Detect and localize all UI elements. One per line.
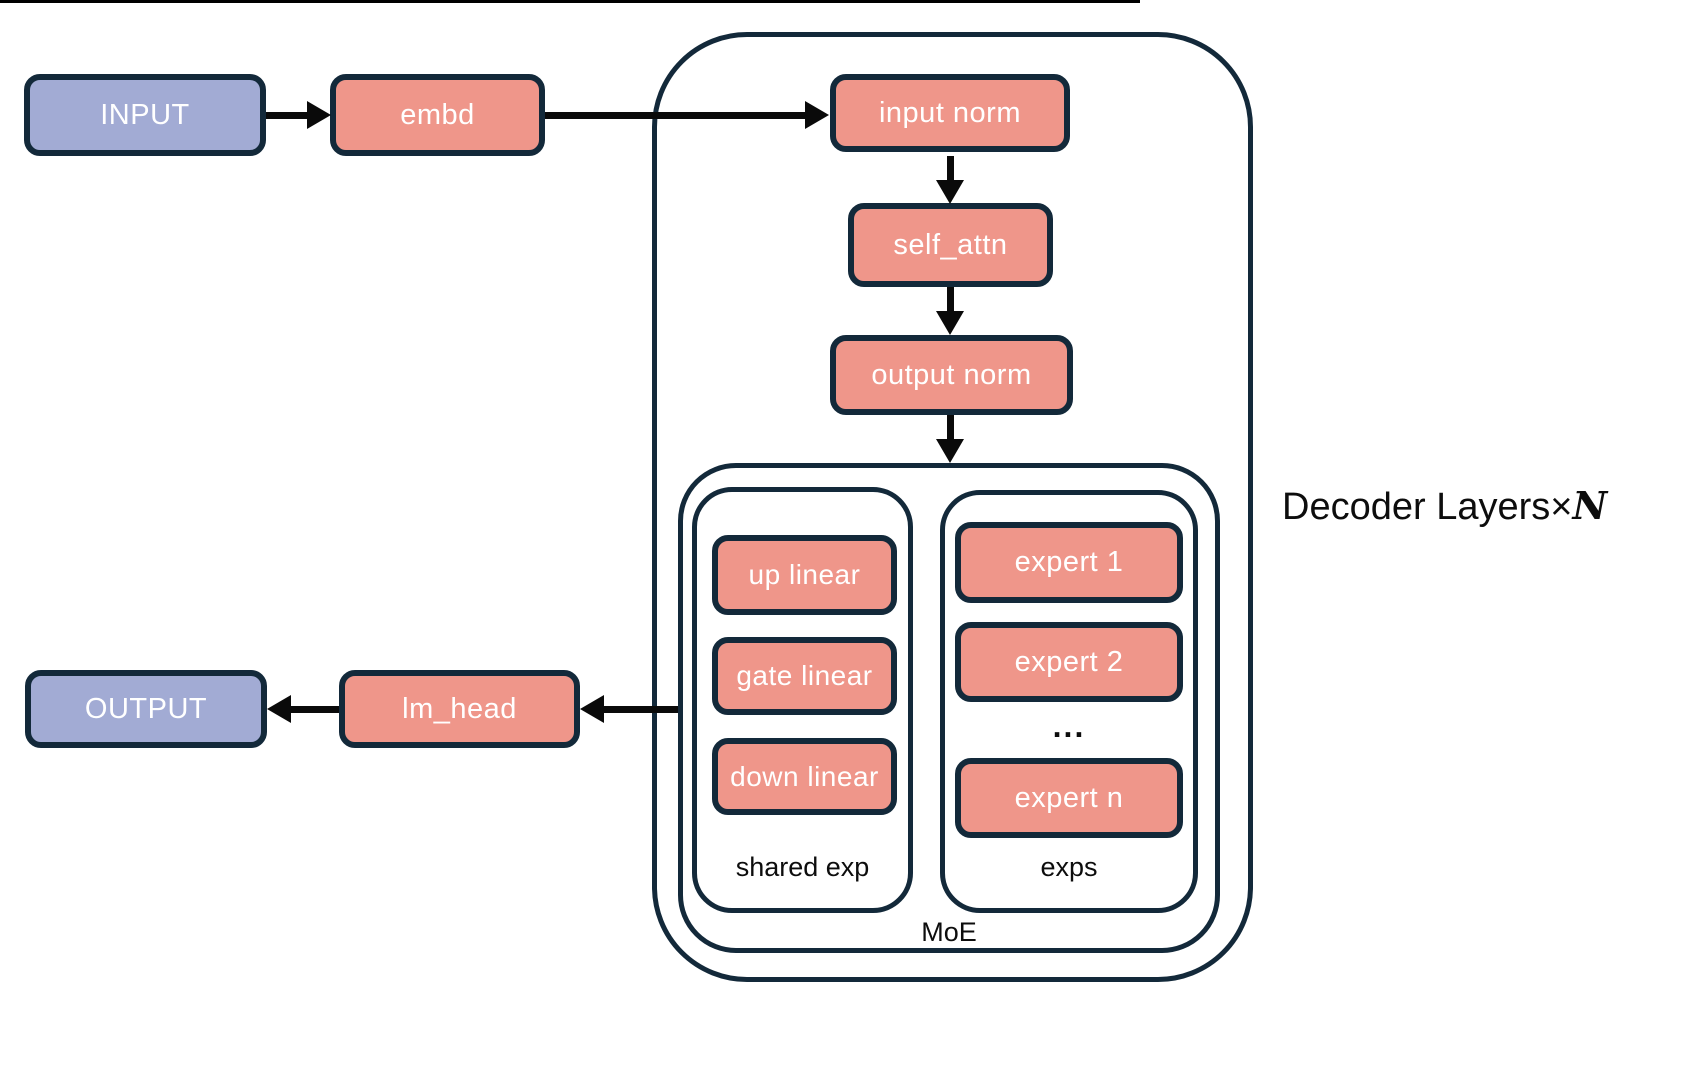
self-attn-node: self_attn [848, 203, 1053, 287]
arrow-outputnorm-to-moe-head [936, 439, 964, 463]
arrow-input-to-embd-head [307, 101, 331, 129]
arrow-inputnorm-to-selfattn-line [947, 156, 954, 183]
exps-container [940, 490, 1198, 913]
arrow-lmhead-to-output-line [289, 706, 339, 713]
exps-label: exps [1040, 851, 1098, 882]
experts-ellipsis: ... [1052, 707, 1086, 744]
decoder-layers-caption: Decoder Layers×N [1282, 483, 1607, 529]
arrow-lmhead-to-output-head [267, 695, 291, 723]
arrow-selfattn-to-outputnorm-line [947, 287, 954, 313]
decoder-layers-text: Decoder Layers× [1282, 486, 1573, 528]
gate-linear-node: gate linear [712, 637, 897, 715]
decoder-layers-n: N [1572, 483, 1608, 528]
top-edge-line [0, 0, 1140, 3]
input-node: INPUT [24, 74, 266, 156]
shared-exp-container [692, 487, 913, 913]
moe-label: MoE [921, 916, 977, 947]
arrow-outputnorm-to-moe-line [947, 415, 954, 441]
expert-2-node: expert 2 [955, 622, 1183, 702]
arrow-inputnorm-to-selfattn-head [936, 180, 964, 204]
shared-exp-label: shared exp [735, 851, 870, 882]
arrow-embd-to-inputnorm-line [545, 112, 807, 119]
decoder-layers-container [652, 32, 1253, 982]
moe-container [678, 463, 1220, 953]
arrow-input-to-embd-line [266, 112, 310, 119]
up-linear-node: up linear [712, 535, 897, 615]
arrow-moe-to-lmhead-line [602, 706, 678, 713]
output-norm-node: output norm [830, 335, 1073, 415]
expert-1-node: expert 1 [955, 522, 1183, 603]
arrow-moe-to-lmhead-head [580, 695, 604, 723]
down-linear-node: down linear [712, 738, 897, 815]
output-node: OUTPUT [25, 670, 267, 748]
arrow-embd-to-inputnorm-head [805, 101, 829, 129]
embd-node: embd [330, 74, 545, 156]
input-norm-node: input norm [830, 74, 1070, 152]
lm-head-node: lm_head [339, 670, 580, 748]
arrow-selfattn-to-outputnorm-head [936, 311, 964, 335]
expert-n-node: expert n [955, 758, 1183, 838]
